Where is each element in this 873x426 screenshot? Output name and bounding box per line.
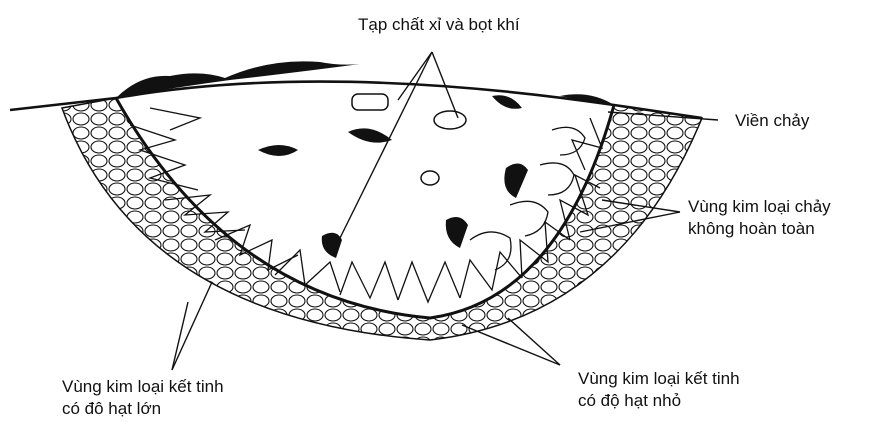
label-partial-melt-2: không hoàn toàn <box>688 218 815 239</box>
label-coarse-grain-2: có đô hạt lớn <box>62 398 161 419</box>
label-coarse-grain-1: Vùng kim loại kết tinh <box>62 376 224 397</box>
inclusions <box>258 95 528 258</box>
label-slag-gas: Tạp chất xỉ và bọt khí <box>358 14 520 35</box>
label-partial-melt-1: Vùng kim loại chảy <box>688 196 831 217</box>
label-fusion-line: Viền chảy <box>735 110 809 131</box>
label-fine-grain-1: Vùng kim loại kết tinh <box>578 368 740 389</box>
label-fine-grain-2: có độ hạt nhỏ <box>578 390 681 411</box>
